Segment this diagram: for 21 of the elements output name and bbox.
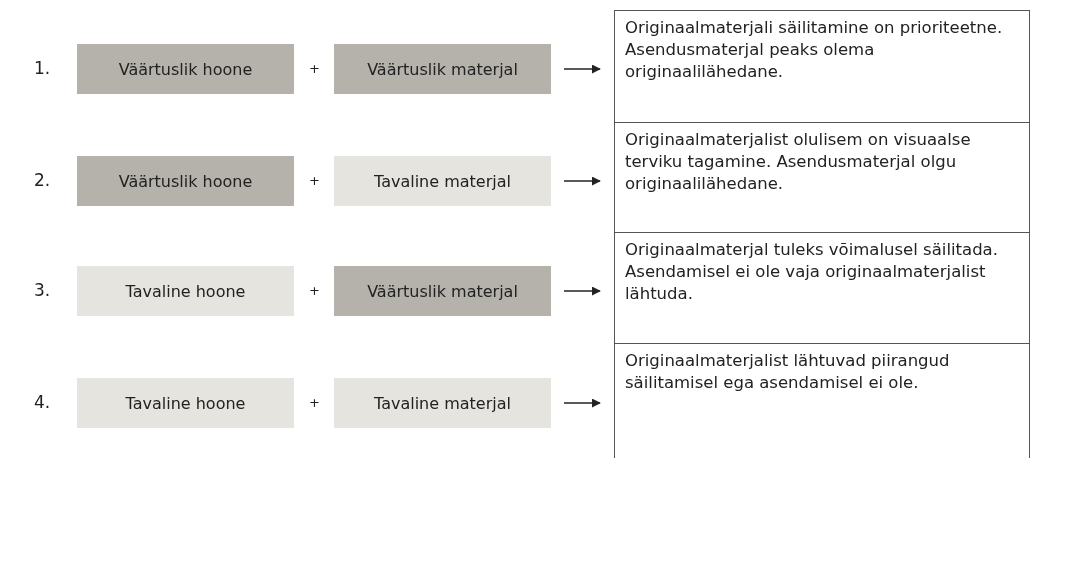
note-box: Originaalmaterjalist lähtuvad piirangud säilitamisel ega asendamisel ei ole. [614, 343, 1030, 458]
row-number: 4. [34, 392, 51, 412]
row-number: 2. [34, 170, 51, 190]
category-box: Tavaline materjal [334, 378, 551, 428]
category-box: Väärtuslik hoone [77, 156, 294, 206]
arrow [563, 398, 601, 408]
plus-sign: + [309, 395, 320, 410]
plus-sign: + [309, 173, 320, 188]
category-box: Väärtuslik materjal [334, 44, 551, 94]
category-box: Väärtuslik materjal [334, 266, 551, 316]
category-box: Väärtuslik hoone [77, 44, 294, 94]
row-number: 1. [34, 58, 51, 78]
category-box: Tavaline hoone [77, 378, 294, 428]
row-number: 3. [34, 280, 51, 300]
category-box: Tavaline materjal [334, 156, 551, 206]
arrow [563, 64, 601, 74]
arrow [563, 176, 601, 186]
plus-sign: + [309, 61, 320, 76]
plus-sign: + [309, 283, 320, 298]
arrow [563, 286, 601, 296]
category-box: Tavaline hoone [77, 266, 294, 316]
